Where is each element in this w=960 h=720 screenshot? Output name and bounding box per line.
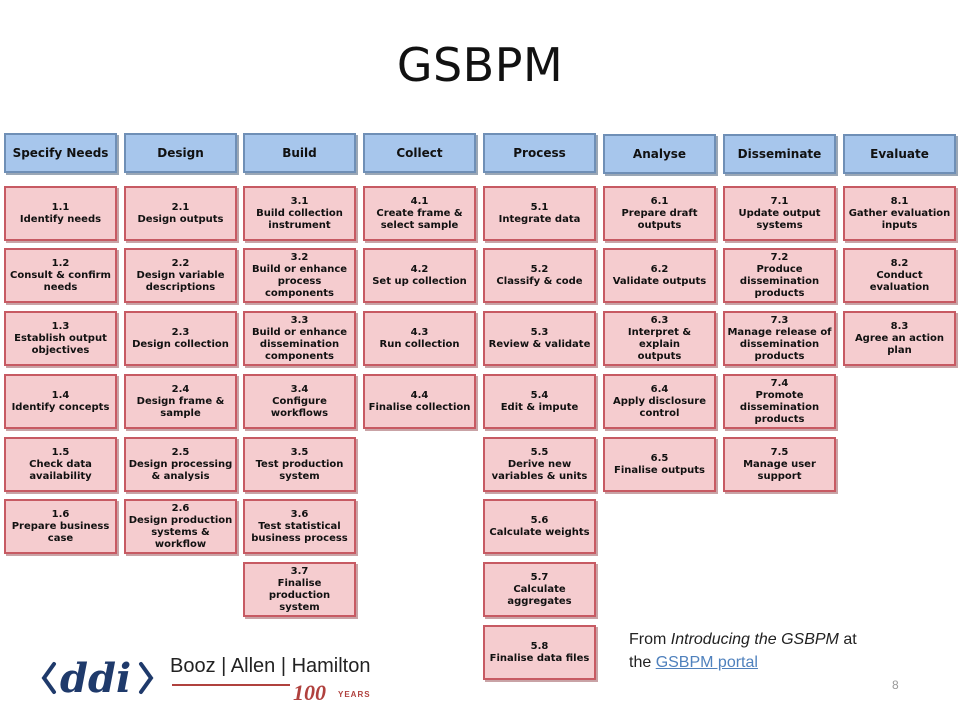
- subprocess-box: 3.2 Build or enhance process components: [243, 248, 356, 303]
- subprocess-box: 3.4 Configure workflows: [243, 374, 356, 429]
- slide-title: GSBPM: [396, 38, 564, 92]
- subprocess-box: 7.2 Produce dissemination products: [723, 248, 836, 303]
- subprocess-box: 3.1 Build collection instrument: [243, 186, 356, 241]
- phase-header-evaluate: Evaluate: [843, 134, 956, 174]
- subprocess-box: 8.1 Gather evaluation inputs: [843, 186, 956, 241]
- subprocess-box: 1.5 Check data availability: [4, 437, 117, 492]
- phase-header-build: Build: [243, 133, 356, 173]
- caption-prefix: From: [629, 631, 671, 648]
- subprocess-box: 3.3 Build or enhance dissemination compo…: [243, 311, 356, 366]
- subprocess-box: 5.7 Calculate aggregates: [483, 562, 596, 617]
- subprocess-box: 5.2 Classify & code: [483, 248, 596, 303]
- subprocess-box: 5.1 Integrate data: [483, 186, 596, 241]
- subprocess-box: 8.3 Agree an action plan: [843, 311, 956, 366]
- subprocess-box: 2.6 Design production systems & workflow: [124, 499, 237, 554]
- subprocess-box: 7.1 Update output systems: [723, 186, 836, 241]
- subprocess-box: 4.4 Finalise collection: [363, 374, 476, 429]
- subprocess-box: 5.4 Edit & impute: [483, 374, 596, 429]
- subprocess-box: 3.5 Test production system: [243, 437, 356, 492]
- subprocess-box: 6.2 Validate outputs: [603, 248, 716, 303]
- source-caption: From Introducing the GSBPM at the GSBPM …: [629, 628, 857, 674]
- subprocess-box: 3.6 Test statistical business process: [243, 499, 356, 554]
- subprocess-box: 8.2 Conduct evaluation: [843, 248, 956, 303]
- phase-header-design: Design: [124, 133, 237, 173]
- subprocess-box: 5.5 Derive new variables & units: [483, 437, 596, 492]
- subprocess-box: 3.7 Finalise production system: [243, 562, 356, 617]
- caption-source-title: Introducing the GSBPM: [670, 631, 839, 648]
- subprocess-box: 5.6 Calculate weights: [483, 499, 596, 554]
- caption-middle: at: [838, 631, 857, 648]
- subprocess-box: 4.2 Set up collection: [363, 248, 476, 303]
- subprocess-box: 6.3 Interpret & explain outputs: [603, 311, 716, 366]
- ddi-logo: ddi: [41, 655, 154, 700]
- subprocess-box: 6.5 Finalise outputs: [603, 437, 716, 492]
- subprocess-box: 7.3 Manage release of dissemination prod…: [723, 311, 836, 366]
- svg-text:ddi: ddi: [60, 655, 131, 700]
- subprocess-box: 2.2 Design variable descriptions: [124, 248, 237, 303]
- phase-header-collect: Collect: [363, 133, 476, 173]
- subprocess-box: 6.4 Apply disclosure control: [603, 374, 716, 429]
- subprocess-box: 5.8 Finalise data files: [483, 625, 596, 680]
- subprocess-box: 1.1 Identify needs: [4, 186, 117, 241]
- years-number: 100: [293, 680, 326, 705]
- subprocess-box: 1.3 Establish output objectives: [4, 311, 117, 366]
- subprocess-box: 6.1 Prepare draft outputs: [603, 186, 716, 241]
- phase-header-analyse: Analyse: [603, 134, 716, 174]
- phase-header-specify-needs: Specify Needs: [4, 133, 117, 173]
- subprocess-box: 7.5 Manage user support: [723, 437, 836, 492]
- years-word: YEARS: [338, 690, 371, 699]
- subprocess-box: 1.4 Identify concepts: [4, 374, 117, 429]
- subprocess-box: 2.3 Design collection: [124, 311, 237, 366]
- page-number: 8: [892, 678, 899, 692]
- subprocess-box: 4.1 Create frame & select sample: [363, 186, 476, 241]
- subprocess-box: 1.2 Consult & confirm needs: [4, 248, 117, 303]
- booz-allen-hamilton-logo: Booz | Allen | Hamilton: [170, 655, 371, 677]
- caption-line2: the: [629, 654, 656, 671]
- subprocess-box: 1.6 Prepare business case: [4, 499, 117, 554]
- logo-underline: [172, 684, 290, 686]
- phase-header-disseminate: Disseminate: [723, 134, 836, 174]
- subprocess-box: 5.3 Review & validate: [483, 311, 596, 366]
- gsbpm-portal-link[interactable]: GSBPM portal: [655, 654, 758, 671]
- subprocess-box: 2.1 Design outputs: [124, 186, 237, 241]
- subprocess-box: 7.4 Promote dissemination products: [723, 374, 836, 429]
- subprocess-box: 2.5 Design processing & analysis: [124, 437, 237, 492]
- subprocess-box: 2.4 Design frame & sample: [124, 374, 237, 429]
- phase-header-process: Process: [483, 133, 596, 173]
- subprocess-box: 4.3 Run collection: [363, 311, 476, 366]
